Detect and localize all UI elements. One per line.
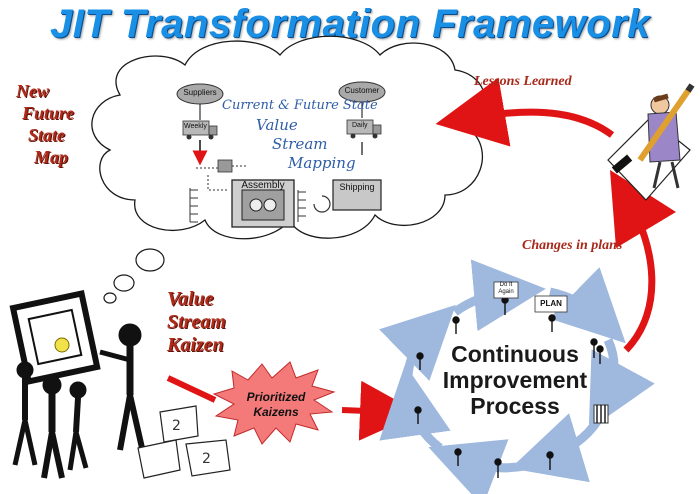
label-line: New (16, 81, 49, 101)
lessons-learned-label: Lessons Learned (474, 74, 572, 89)
label-line: Stream (167, 311, 226, 333)
cloud-bubble-3 (103, 292, 117, 304)
label-line: Value (167, 288, 214, 310)
cloud-bubble-2 (113, 274, 135, 292)
cycle-line: Process (470, 392, 560, 419)
changes-in-plans-label: Changes in plans (522, 238, 623, 253)
vsm-heading-line1: Current & Future State (222, 98, 378, 113)
label-line: Kaizens (253, 405, 299, 419)
sign-line: Again (498, 289, 514, 295)
value-stream-map (176, 81, 386, 228)
new-future-state-map-label: New Future State Map (16, 80, 74, 168)
svg-text:2: 2 (202, 451, 211, 467)
pencil-icon (637, 86, 693, 162)
idea-bulb-icon (54, 337, 70, 353)
kaizen-papers: 2 2 (137, 405, 231, 479)
do-it-again-sign: Do It Again (494, 282, 518, 296)
cycle-figures (414, 281, 609, 478)
assembly-label: Assembly (241, 180, 285, 191)
continuous-improvement-label: Continuous Improvement Process (430, 341, 600, 419)
customer-label: Customer (344, 86, 380, 95)
vsm-heading-line3: Stream (272, 135, 328, 153)
cycle-line: Improvement (442, 366, 588, 393)
planner-figure (607, 83, 695, 201)
lessons-learned-arrow (435, 77, 615, 147)
label-line: Future (22, 103, 75, 123)
weekly-label: Weekly (184, 123, 207, 130)
vsm-heading-line4: Mapping (288, 154, 356, 172)
suppliers-label: Suppliers (183, 88, 217, 97)
label-line: Prioritized (246, 390, 306, 404)
label-line: Kaizen (167, 334, 224, 356)
shipping-box (332, 179, 382, 211)
cloud-bubble-1 (135, 248, 165, 272)
kaizen-to-cycle-arrow (166, 375, 217, 403)
prioritized-kaizens-starburst (212, 361, 336, 445)
shipping-label: Shipping (339, 182, 375, 192)
daily-label: Daily (352, 122, 368, 129)
starburst-to-cycle-arrow (341, 380, 420, 441)
vsm-heading-line2: Value (256, 116, 298, 134)
label-line: Map (34, 147, 69, 167)
plan-sign: PLAN (540, 299, 562, 308)
changes-in-plans-arrow (610, 169, 677, 353)
prioritized-kaizens-label: Prioritized Kaizens (236, 390, 316, 420)
team-with-picture (9, 289, 145, 479)
value-stream-kaizen-label: Value Stream Kaizen (167, 288, 226, 357)
cycle-line: Continuous (451, 341, 579, 367)
svg-text:2: 2 (172, 418, 181, 434)
label-line: State (28, 125, 66, 145)
sign-line: Do It (499, 282, 513, 288)
